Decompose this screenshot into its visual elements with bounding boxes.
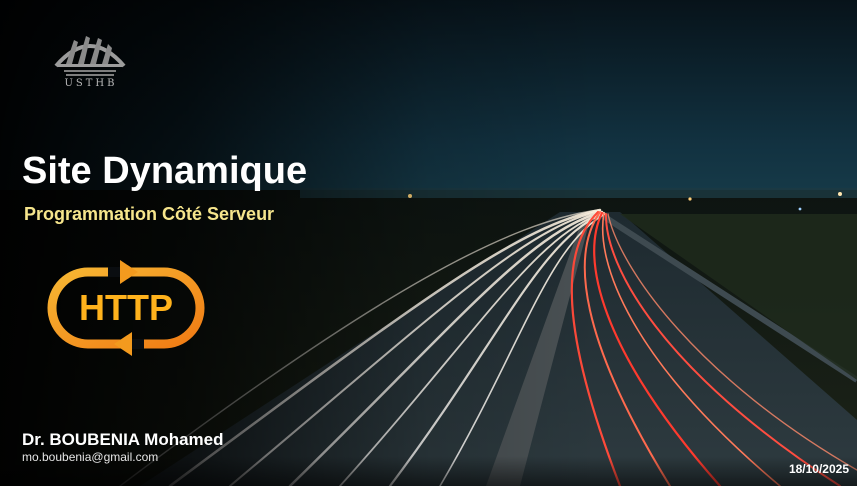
footer-band — [0, 456, 857, 486]
logo-caption: USTHB — [64, 78, 118, 89]
author-email[interactable]: mo.boubenia@gmail.com — [22, 450, 159, 464]
university-logo-icon — [54, 36, 126, 76]
slide-subtitle: Programmation Côté Serveur — [24, 204, 275, 224]
slide-date: 18/10/2025 — [788, 462, 849, 476]
author-name: Dr. BOUBENIA Mohamed — [22, 430, 224, 449]
http-badge: HTTP — [46, 258, 206, 358]
slide-title: Site Dynamique — [22, 150, 308, 192]
http-cycle-arrows-icon: HTTP — [47, 260, 205, 356]
http-badge-text: HTTP — [79, 287, 173, 328]
